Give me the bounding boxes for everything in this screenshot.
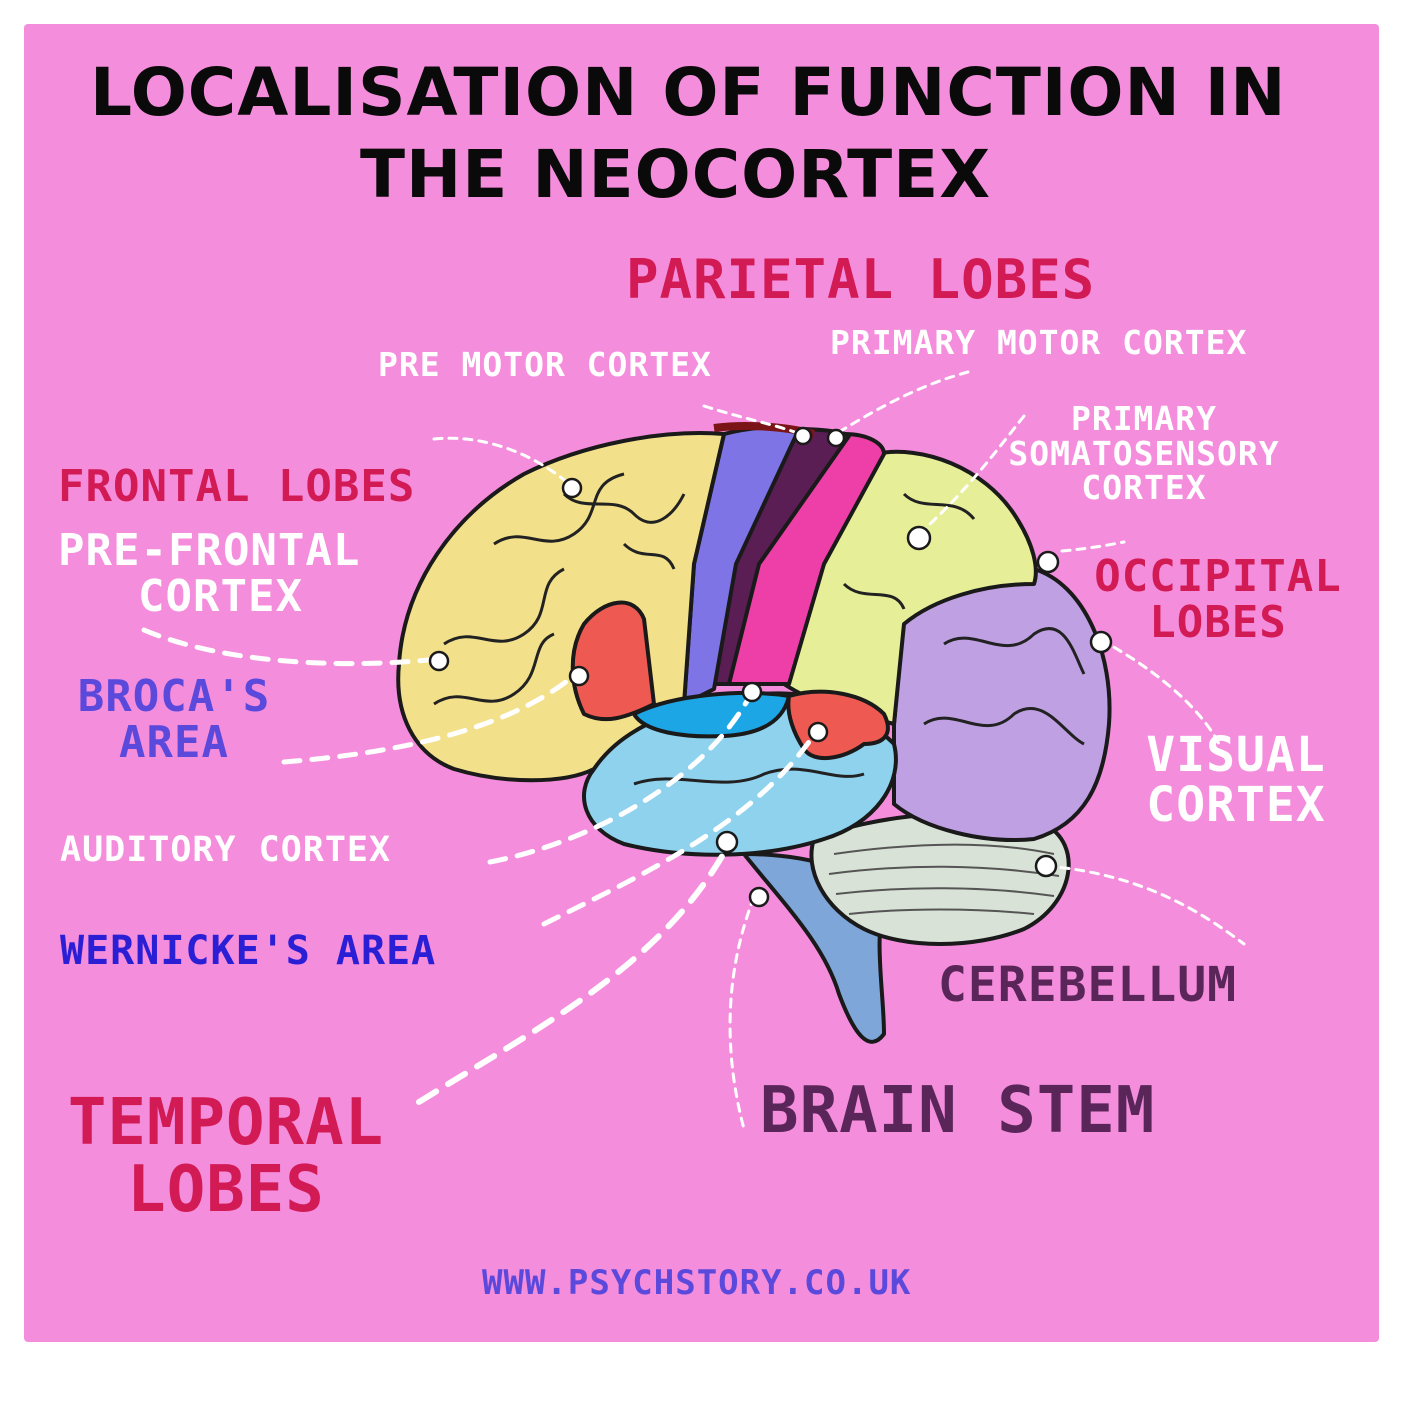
label-pre-frontal-line-1: PRE-FRONTAL xyxy=(58,525,361,576)
label-parietal-lobes: PARIETAL LOBES xyxy=(626,248,1096,311)
leader-cerebellum xyxy=(1044,864,1246,946)
label-cerebellum: CEREBELLUM xyxy=(938,957,1237,1013)
anchor-dot-cerebellum xyxy=(1034,854,1058,878)
footer-website: WWW.PSYCHSTORY.CO.UK xyxy=(482,1263,912,1303)
leader-occipital xyxy=(1060,540,1126,553)
anchor-dot-frontal xyxy=(561,477,583,499)
label-brocas-line-2: AREA xyxy=(119,717,229,769)
label-pre-frontal-line-2: CORTEX xyxy=(138,571,303,623)
label-brocas-line-1: BROCA'S xyxy=(77,671,271,722)
label-primary-motor-cortex: PRIMARY MOTOR CORTEX xyxy=(830,323,1248,362)
leader-brain-stem xyxy=(728,895,756,1131)
title-line-1: LOCALISATION OF FUNCTION IN xyxy=(90,54,1287,131)
label-visual-cortex: VISUAL CORTEX xyxy=(1112,730,1360,831)
label-occipital-line-1: OCCIPITAL xyxy=(1094,551,1342,602)
label-temporal-line-1: TEMPORAL xyxy=(67,1086,385,1160)
label-primary-somatosensory-cortex: PRIMARY SOMATOSENSORY CORTEX xyxy=(984,399,1304,508)
label-wernickes-area: WERNICKE'S AREA xyxy=(60,928,437,974)
label-somatosensory-line-2: SOMATOSENSORY xyxy=(1008,433,1280,473)
brain-diagram xyxy=(141,370,1246,1131)
auditory-cortex-region xyxy=(632,691,791,739)
label-somatosensory-line-1: PRIMARY xyxy=(1070,399,1218,438)
leader-temporal xyxy=(416,841,732,1105)
anchor-dot-visual xyxy=(1089,630,1113,654)
title-line-2: THE NEOCORTEX xyxy=(360,136,992,213)
leader-primary-motor xyxy=(834,370,970,436)
anchor-dot-occipital xyxy=(1036,550,1060,574)
leader-somatosensory xyxy=(917,414,1026,536)
label-frontal-lobes: FRONTAL LOBES xyxy=(58,461,416,512)
anchor-dot-temporal xyxy=(715,830,739,854)
label-pre-frontal-cortex: PRE-FRONTAL CORTEX xyxy=(58,525,361,623)
label-visual-line-2: CORTEX xyxy=(1146,777,1326,834)
leader-auditory xyxy=(487,689,755,865)
anchor-dot-auditory xyxy=(741,681,763,703)
label-occipital-line-2: LOBES xyxy=(1149,597,1287,649)
label-somatosensory-line-3: CORTEX xyxy=(1081,468,1207,508)
anchor-dot-primary-motor xyxy=(826,428,846,448)
label-visual-line-1: VISUAL xyxy=(1146,727,1326,783)
label-pre-motor-cortex: PRE MOTOR CORTEX xyxy=(378,345,712,384)
anchor-dot-pre-motor xyxy=(793,426,813,446)
label-occipital-lobes: OCCIPITAL LOBES xyxy=(1086,551,1350,649)
label-temporal-lobes: TEMPORAL LOBES xyxy=(26,1086,426,1228)
leader-pre-frontal xyxy=(141,627,442,667)
label-brocas-area: BROCA'S AREA xyxy=(54,671,294,769)
leader-visual xyxy=(1099,638,1221,746)
anchor-dot-somatosensory xyxy=(906,525,932,551)
anchor-dot-pre-frontal xyxy=(428,650,450,672)
label-brain-stem: BRAIN STEM xyxy=(760,1074,1156,1148)
anchor-dot-brocas xyxy=(568,665,590,687)
anchor-dot-wernickes xyxy=(807,721,829,743)
leader-pre-motor xyxy=(702,404,802,436)
label-auditory-cortex: AUDITORY CORTEX xyxy=(60,830,392,870)
leader-frontal xyxy=(432,436,571,486)
leader-wernickes xyxy=(541,729,819,927)
label-temporal-line-2: LOBES xyxy=(127,1153,325,1228)
anchor-dot-brain-stem xyxy=(748,886,770,908)
brocas-area-region xyxy=(570,600,656,722)
leader-brocas xyxy=(281,671,579,765)
poster-background: LOCALISATION OF FUNCTION IN THE NEOCORTE… xyxy=(24,24,1379,1342)
wernickes-area-region xyxy=(786,689,890,761)
